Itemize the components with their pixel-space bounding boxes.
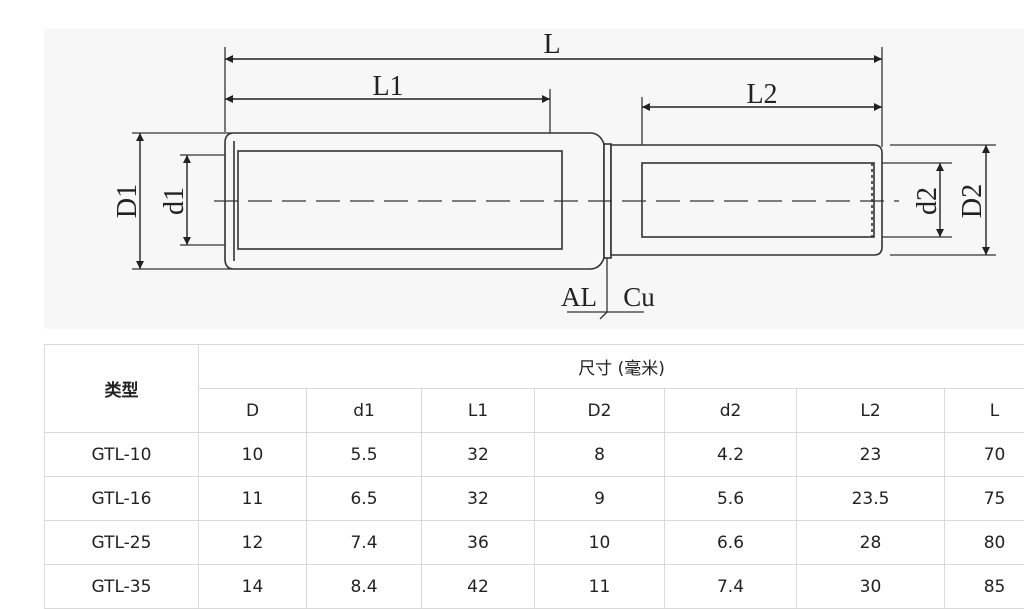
connector-diagram: L L1 L2 D1 d1 d2 D2 AL Cu [44, 29, 1024, 329]
dim-label-L2: L2 [746, 79, 777, 110]
value-cell-D: 10 [199, 433, 307, 477]
dimension-group-header: 尺寸 (毫米) [199, 345, 1024, 389]
header-row-group: 类型 尺寸 (毫米) [45, 345, 1024, 389]
value-cell-d1: 6.5 [307, 477, 422, 521]
column-header-L: L [945, 389, 1024, 433]
type-header: 类型 [45, 345, 199, 433]
value-cell-L1: 32 [422, 433, 535, 477]
material-label-cu: Cu [623, 282, 655, 312]
value-cell-L: 70 [945, 433, 1024, 477]
value-cell-D2: 9 [535, 477, 665, 521]
value-cell-L1: 36 [422, 521, 535, 565]
value-cell-D2: 11 [535, 565, 665, 609]
column-header-D: D [199, 389, 307, 433]
value-cell-d2: 5.6 [665, 477, 797, 521]
value-cell-D: 12 [199, 521, 307, 565]
value-cell-L2: 28 [797, 521, 945, 565]
value-cell-d2: 6.6 [665, 521, 797, 565]
value-cell-d1: 5.5 [307, 433, 422, 477]
value-cell-D: 14 [199, 565, 307, 609]
type-cell: GTL-35 [45, 565, 199, 609]
value-cell-L1: 42 [422, 565, 535, 609]
connector-drawing: L L1 L2 D1 d1 d2 D2 AL Cu [44, 29, 1024, 329]
value-cell-d1: 8.4 [307, 565, 422, 609]
dim-label-D1: D1 [112, 184, 143, 218]
value-cell-L: 85 [945, 565, 1024, 609]
column-header-d2: d2 [665, 389, 797, 433]
value-cell-L2: 30 [797, 565, 945, 609]
value-cell-d2: 4.2 [665, 433, 797, 477]
dim-label-d1: d1 [159, 187, 190, 215]
value-cell-D2: 8 [535, 433, 665, 477]
dim-label-D2: D2 [957, 184, 988, 218]
column-header-D2: D2 [535, 389, 665, 433]
value-cell-L1: 32 [422, 477, 535, 521]
column-header-L2: L2 [797, 389, 945, 433]
column-header-L1: L1 [422, 389, 535, 433]
dim-label-L: L [543, 29, 560, 60]
value-cell-D: 11 [199, 477, 307, 521]
material-label-al: AL [561, 282, 597, 312]
dim-label-d2: d2 [912, 187, 943, 215]
value-cell-d1: 7.4 [307, 521, 422, 565]
value-cell-L: 80 [945, 521, 1024, 565]
type-cell: GTL-25 [45, 521, 199, 565]
value-cell-d2: 7.4 [665, 565, 797, 609]
value-cell-L2: 23.5 [797, 477, 945, 521]
dim-label-L1: L1 [372, 71, 403, 102]
type-cell: GTL-16 [45, 477, 199, 521]
value-cell-D2: 10 [535, 521, 665, 565]
type-cell: GTL-10 [45, 433, 199, 477]
column-header-d1: d1 [307, 389, 422, 433]
value-cell-L: 75 [945, 477, 1024, 521]
value-cell-L2: 23 [797, 433, 945, 477]
